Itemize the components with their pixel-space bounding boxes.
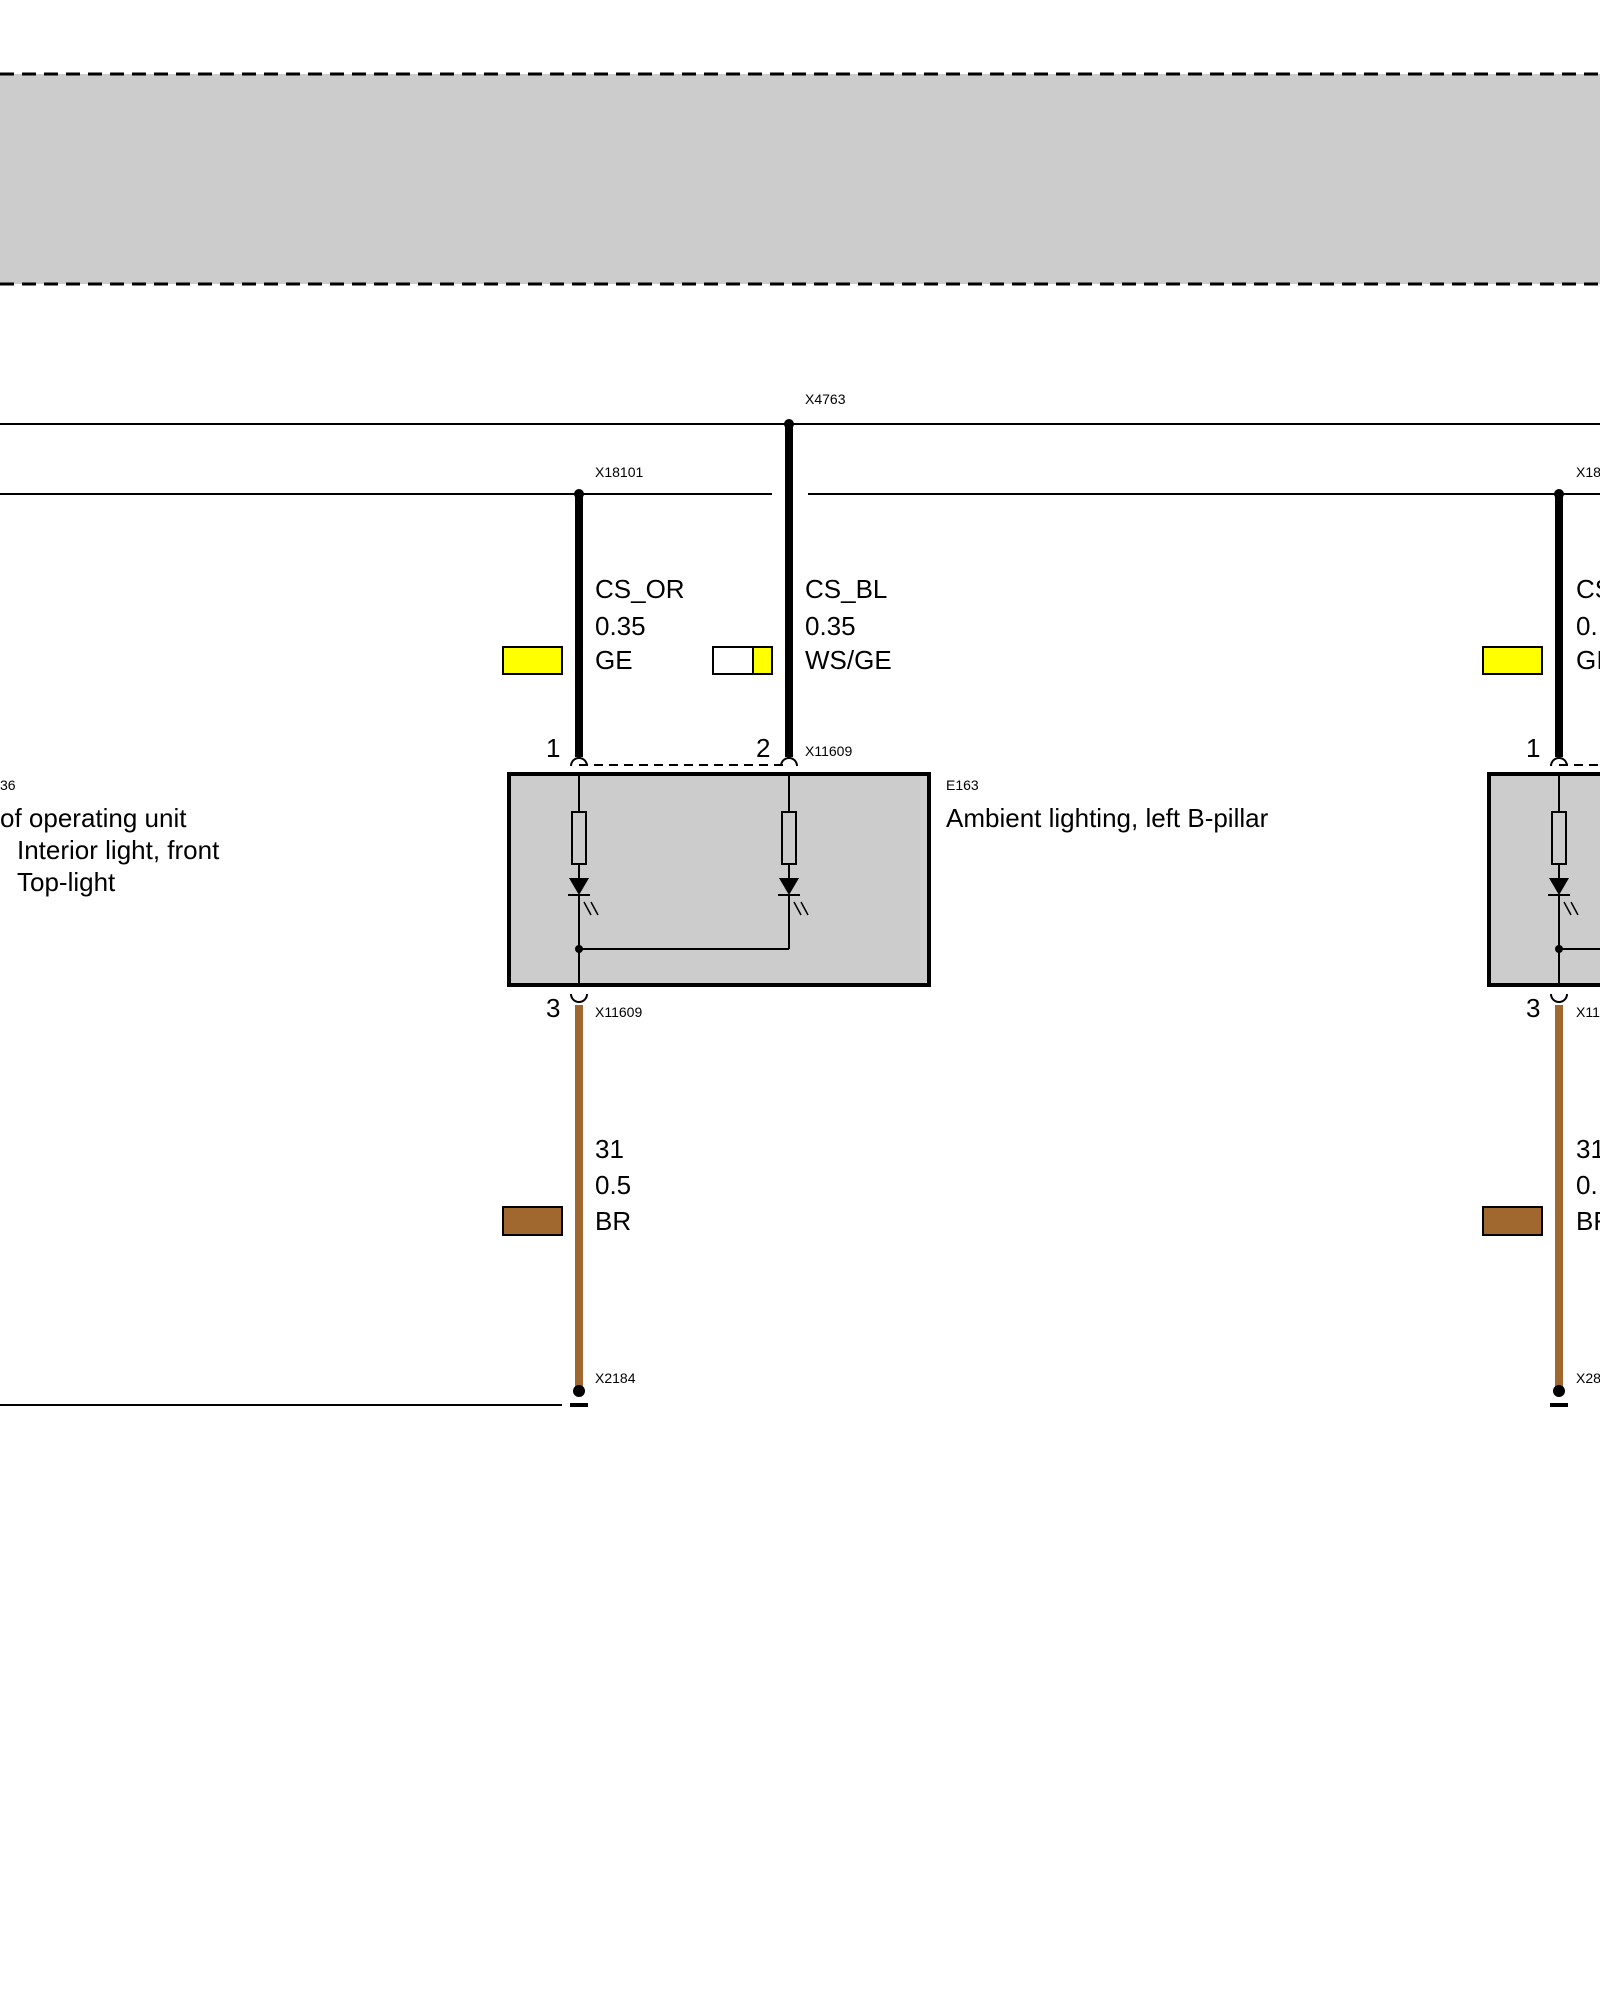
junction-dot-e163 (575, 945, 583, 953)
left-module-line2: Interior light, front (17, 835, 220, 865)
led-circuit-e163 (571, 774, 797, 985)
wire-gauge-pin1-left: 0.35 (595, 611, 646, 641)
led-icon-1-left (568, 878, 599, 916)
led-icon-1-right (1548, 878, 1579, 916)
color-swatch-pin3-left (502, 1206, 563, 1236)
connector-x2184-left: X2184 (595, 1370, 636, 1386)
left-module-line1: of operating unit (0, 803, 187, 833)
connector-left-partial: 36 (0, 777, 16, 793)
color-swatch-pin1-right (1482, 646, 1543, 675)
component-name-e163: Ambient lighting, left B-pillar (946, 803, 1269, 833)
component-housing-right (1487, 772, 1600, 987)
wire-gauge-pin3-left: 0.5 (595, 1170, 631, 1200)
connector-x2184-right: X28 (1576, 1370, 1600, 1386)
wire-signal-pin3-left: 31 (595, 1134, 624, 1164)
wire-signal-pin1-right: CS (1576, 574, 1600, 604)
left-module-line3: Top-light (17, 867, 116, 897)
terminal-arc-pin1-right (1550, 757, 1568, 767)
wire-color-pin2-left: WS/GE (805, 645, 892, 675)
color-swatch-pin2-left (712, 646, 773, 675)
connector-x18101-left: X18101 (595, 464, 643, 480)
pin-number-3-left: 3 (546, 993, 560, 1023)
connector-x11609-top: X11609 (805, 743, 852, 759)
pin-number-3-right: 3 (1526, 993, 1540, 1023)
junction-dot-right (1555, 945, 1563, 953)
connector-x11609-bottom-right: X11 (1576, 1004, 1600, 1020)
color-swatch-pin3-right (1482, 1206, 1543, 1236)
component-id-e163: E163 (946, 777, 979, 793)
wire-gauge-pin1-right: 0. (1576, 611, 1598, 641)
wire-color-pin1-left: GE (595, 645, 633, 675)
color-swatch-pin1-left (502, 646, 563, 675)
ground-dot-right (1553, 1385, 1565, 1397)
wire-gauge-pin3-right: 0. (1576, 1170, 1598, 1200)
terminal-arc-pin3-left (570, 993, 588, 1003)
ground-dot-left (573, 1385, 585, 1397)
wire-signal-pin1-left: CS_OR (595, 574, 685, 604)
connector-x11609-bottom-left: X11609 (595, 1004, 642, 1020)
led-icon-2-left (778, 878, 809, 916)
connector-x4763: X4763 (805, 391, 846, 407)
wire-signal-pin3-right: 31 (1576, 1134, 1600, 1164)
pin-number-1-right: 1 (1526, 733, 1540, 763)
wire-gauge-pin2-left: 0.35 (805, 611, 856, 641)
wire-color-pin1-right: GI (1576, 645, 1600, 675)
pin-number-2-left: 2 (756, 733, 770, 763)
top-module-box (0, 72, 1600, 286)
terminal-arc-pin2 (780, 757, 798, 767)
wire-signal-pin2-left: CS_BL (805, 574, 887, 604)
led-circuit-right (1551, 774, 1600, 985)
wire-color-pin3-right: BF (1576, 1206, 1600, 1236)
connector-x18101-right: X18 (1576, 464, 1600, 480)
terminal-arc-pin1 (570, 757, 588, 767)
pin-number-1-left: 1 (546, 733, 560, 763)
terminal-arc-pin3-right (1550, 993, 1568, 1003)
wire-color-pin3-left: BR (595, 1206, 631, 1236)
